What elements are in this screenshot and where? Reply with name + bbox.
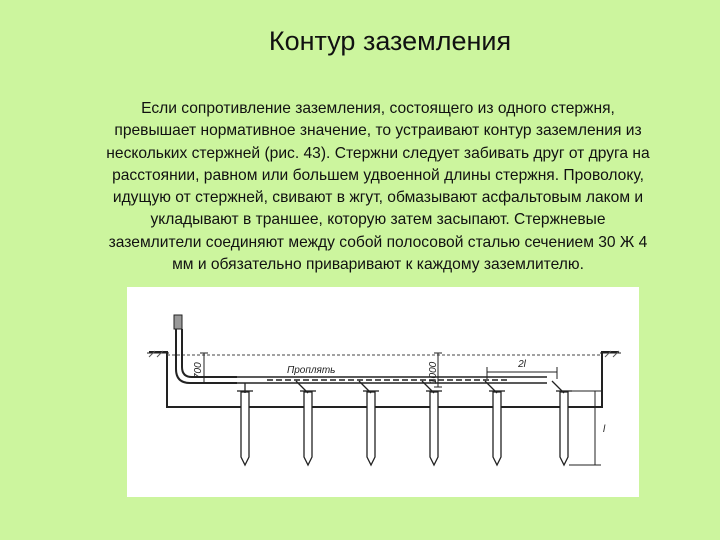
ground-rod (551, 380, 572, 467)
depth-dimension-left (200, 352, 208, 384)
depth-label-left: 700 (193, 362, 204, 379)
text-line: Если сопротивление заземления, состоящег… (141, 100, 615, 117)
text-line: превышает нормативное значение, то устра… (114, 122, 642, 140)
rod-length-label: l (603, 424, 606, 435)
wire-bundle (237, 376, 547, 384)
bundle-label: Проплять (287, 365, 335, 376)
grounding-loop-figure: 700 Проплять 1000 2l (127, 287, 639, 497)
slide-title: Контур заземления (268, 26, 512, 56)
ground-hatching (148, 350, 620, 358)
ground-rod (358, 380, 379, 467)
body-paragraph: Если сопротивление заземления, состоящег… (60, 98, 696, 276)
text-line: нескольких стержней (рис. 43). Стержни с… (106, 144, 650, 162)
riser-pipe (173, 314, 237, 384)
text-line: заземлители соединяют между собой полосо… (108, 233, 648, 251)
text-line: идущую от стержней, свивают в жгут, обма… (112, 189, 644, 207)
grounding-diagram: 700 Проплять 1000 2l (147, 314, 621, 467)
text-line: укладывают в траншее, которую затем засы… (150, 211, 606, 229)
text-line: расстоянии, равном или большем удвоенной… (112, 166, 644, 184)
depth-dimension-right (434, 352, 442, 388)
spacing-dimension (486, 367, 558, 379)
spacing-label: 2l (517, 359, 527, 370)
depth-label-right: 1000 (428, 361, 439, 384)
text-line: мм и обязательно приваривают к каждому з… (172, 256, 584, 274)
ground-rod (295, 380, 316, 467)
ground-rod (237, 383, 253, 467)
ground-rods (237, 380, 572, 467)
rod-length-dimension (568, 390, 601, 466)
ground-rod (484, 380, 505, 467)
ground-rod (421, 380, 442, 467)
